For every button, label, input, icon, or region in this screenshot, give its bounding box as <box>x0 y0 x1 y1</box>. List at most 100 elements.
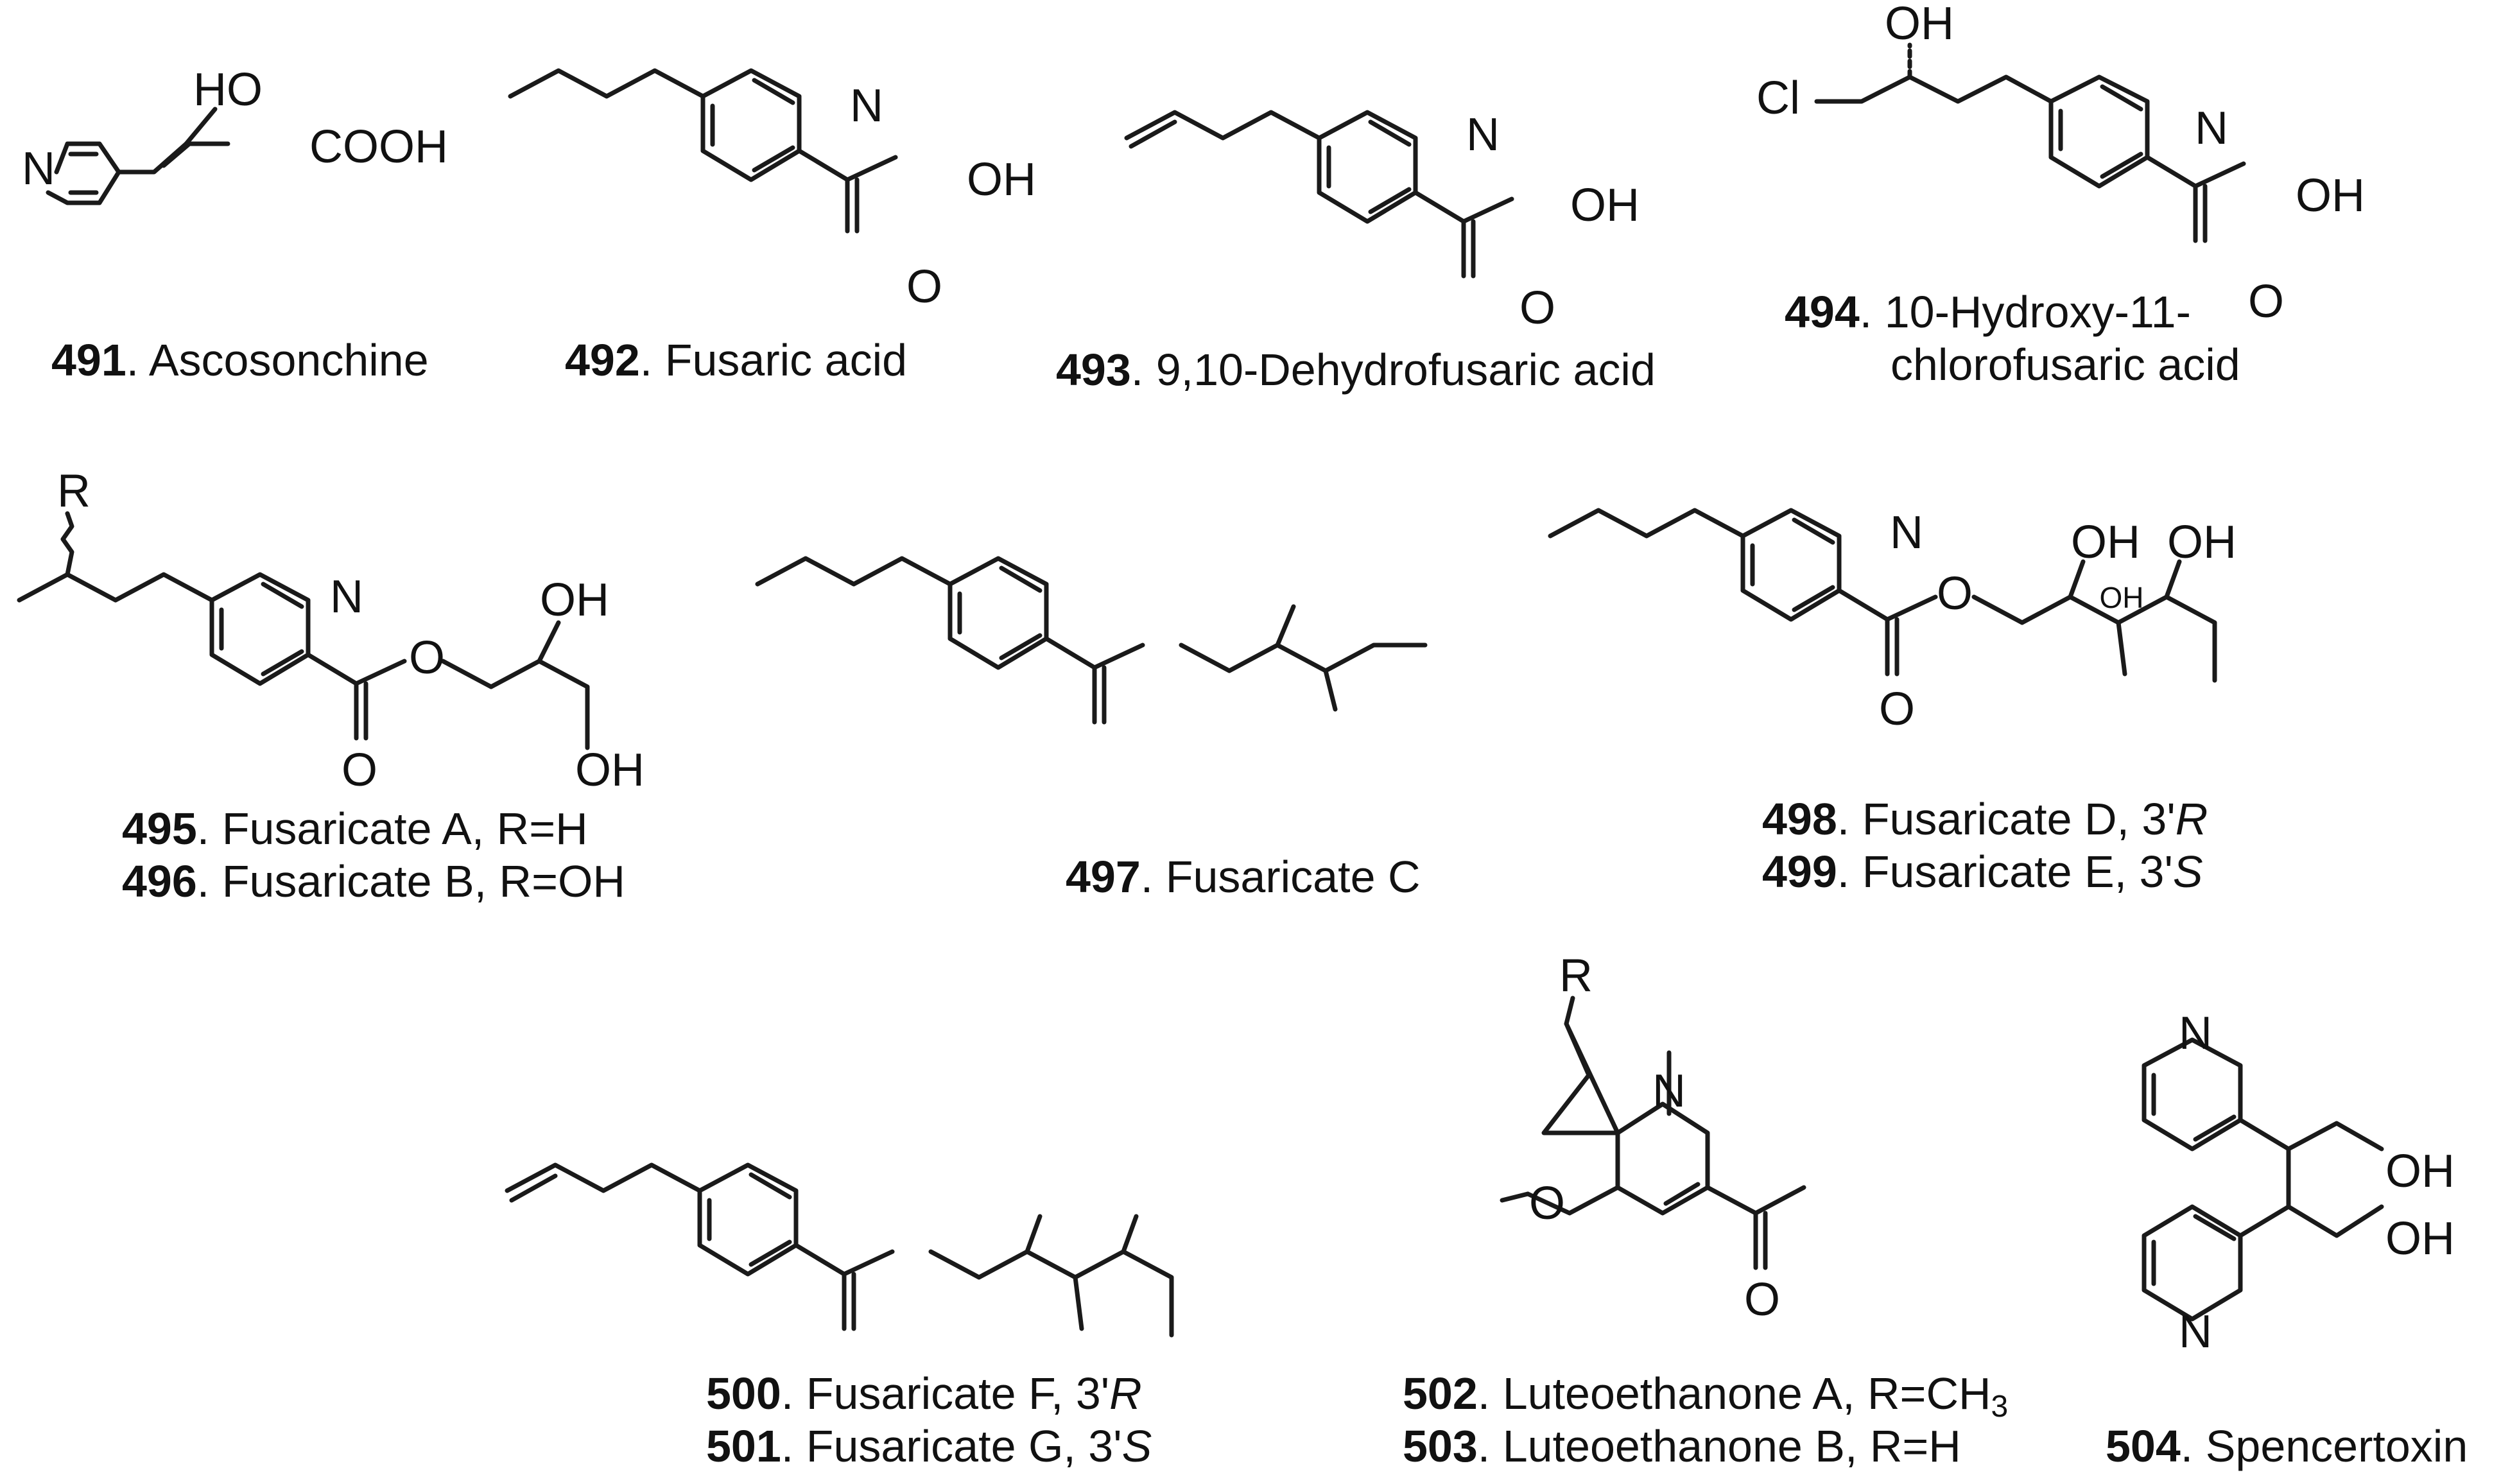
compound-number: 498 <box>1762 794 1837 844</box>
caption-496: 496. Fusaricate B, R=OH <box>122 855 625 908</box>
atom-R: R <box>1559 950 1593 1001</box>
atom-O: O <box>1519 282 1555 334</box>
compound-number: 501 <box>706 1421 781 1471</box>
atom-R: R <box>57 465 91 517</box>
stereo-config: R <box>2175 794 2208 844</box>
atom-OH: OH <box>575 745 645 796</box>
compound-name-line2: chlorofusaric acid <box>1891 340 2240 390</box>
atom-OH: OH <box>2296 170 2365 221</box>
compound-number: 495 <box>122 804 197 854</box>
compound-name: Fusaricate B, R=OH <box>221 856 625 906</box>
compound-number: 497 <box>1066 852 1141 902</box>
structure-493: N OH O <box>1124 109 1640 334</box>
atom-HO: HO <box>193 64 263 116</box>
compound-number: 493 <box>1056 345 1131 395</box>
atom-OH: OH <box>2071 517 2140 568</box>
separator: . <box>196 804 222 854</box>
atom-O: O <box>1529 1178 1565 1229</box>
atom-O: O <box>409 632 445 684</box>
separator: . <box>1140 852 1166 902</box>
separator: . <box>1837 794 1862 844</box>
separator: . <box>196 856 222 906</box>
compound-number: 494 <box>1785 287 1860 337</box>
structure-495: R N O O OH OH <box>17 465 645 796</box>
compound-name: Fusaricate E, 3' <box>1862 847 2173 897</box>
atom-N: N <box>1890 507 1923 558</box>
compound-name-line1: 10-Hydroxy-11- <box>1884 287 2191 337</box>
atom-O: O <box>1879 684 1915 735</box>
caption-500: 500. Fusaricate F, 3'R <box>706 1367 1142 1420</box>
structure-502: R N O O <box>1500 950 1806 1325</box>
caption-499: 499. Fusaricate E, 3'S <box>1762 845 2203 898</box>
atom-N: N <box>850 80 883 132</box>
subscript: 3 <box>1991 1390 2009 1424</box>
atom-N: N <box>22 143 55 194</box>
structure-492: N OH O <box>508 68 1036 313</box>
separator: . <box>639 335 665 385</box>
compound-name: Fusaric acid <box>664 335 908 385</box>
separator: . <box>781 1421 806 1471</box>
caption-493: 493. 9,10-Dehydrofusaric acid <box>1056 343 1656 396</box>
separator: . <box>1837 847 1862 897</box>
atom-OH: OH <box>2385 1213 2455 1264</box>
compound-number: 503 <box>1403 1421 1478 1471</box>
compound-name: 9,10-Dehydrofusaric acid <box>1155 345 1656 395</box>
separator: . <box>2180 1421 2206 1471</box>
compound-name: Fusaricate C <box>1165 852 1421 902</box>
atom-N: N <box>1652 1066 1686 1117</box>
atom-COOH: COOH <box>309 121 448 173</box>
compound-number: 496 <box>122 856 197 906</box>
structure-504: N N OH OH <box>2142 1008 2455 1358</box>
stereo-config: S <box>2172 847 2203 897</box>
atom-N: N <box>1466 109 1500 160</box>
structure-498: N O O OH OH OH <box>1548 507 2237 735</box>
caption-494: 494. 10-Hydroxy-11- <box>1785 286 2191 338</box>
atom-Cl: Cl <box>1756 73 1800 124</box>
structure-494: OH Cl N OH O <box>1756 0 2365 327</box>
atom-OH: OH <box>1570 180 1640 231</box>
separator: . <box>781 1368 806 1419</box>
atom-N: N <box>330 571 363 623</box>
caption-503: 503. Luteoethanone B, R=H <box>1403 1420 1961 1472</box>
compound-number: 491 <box>51 335 126 385</box>
caption-492: 492. Fusaric acid <box>565 334 907 386</box>
compound-name: Fusaricate A, R=H <box>221 804 588 854</box>
caption-495: 495. Fusaricate A, R=H <box>122 802 588 855</box>
stereo-config: R <box>1109 1368 1142 1419</box>
separator: . <box>126 335 149 385</box>
locant-3prime: OH <box>2100 581 2144 614</box>
compound-number: 502 <box>1403 1368 1478 1419</box>
compound-name: Fusaricate G, 3' <box>806 1421 1122 1471</box>
atom-O: O <box>906 261 942 313</box>
atom-N: N <box>2195 103 2228 154</box>
compound-name: Spencertoxin <box>2205 1421 2468 1471</box>
atom-O: O <box>1937 568 1973 619</box>
atom-O: O <box>1744 1274 1780 1325</box>
caption-494-line2: chlorofusaric acid <box>1891 338 2240 391</box>
caption-504: 504. Spencertoxin <box>2106 1420 2468 1472</box>
compound-name: Fusaricate F, 3' <box>806 1368 1110 1419</box>
compound-number: 499 <box>1762 847 1837 897</box>
caption-497: 497. Fusaricate C <box>1066 850 1421 903</box>
separator: . <box>1477 1421 1503 1471</box>
atom-O: O <box>342 745 377 796</box>
caption-491: 491. Ascosonchine <box>51 334 429 386</box>
compound-name: Ascosonchine <box>148 335 429 385</box>
separator: . <box>1477 1368 1503 1419</box>
structure-491: N HO COOH <box>22 64 448 205</box>
atom-OH: OH <box>2385 1146 2455 1197</box>
atom-N: N <box>2179 1306 2212 1358</box>
structure-497 <box>755 556 1428 725</box>
atom-O: O <box>2248 276 2284 327</box>
separator: . <box>1130 345 1156 395</box>
compound-name: Luteoethanone B, R=H <box>1502 1421 1961 1471</box>
compound-number: 492 <box>565 335 640 385</box>
caption-498: 498. Fusaricate D, 3'R <box>1762 793 2208 845</box>
separator: . <box>1859 287 1885 337</box>
atom-OH: OH <box>2167 517 2237 568</box>
atom-OH: OH <box>1885 0 1954 49</box>
caption-501: 501. Fusaricate G, 3'S <box>706 1420 1152 1472</box>
compound-name: Fusaricate D, 3' <box>1862 794 2176 844</box>
stereo-config: S <box>1121 1421 1152 1471</box>
